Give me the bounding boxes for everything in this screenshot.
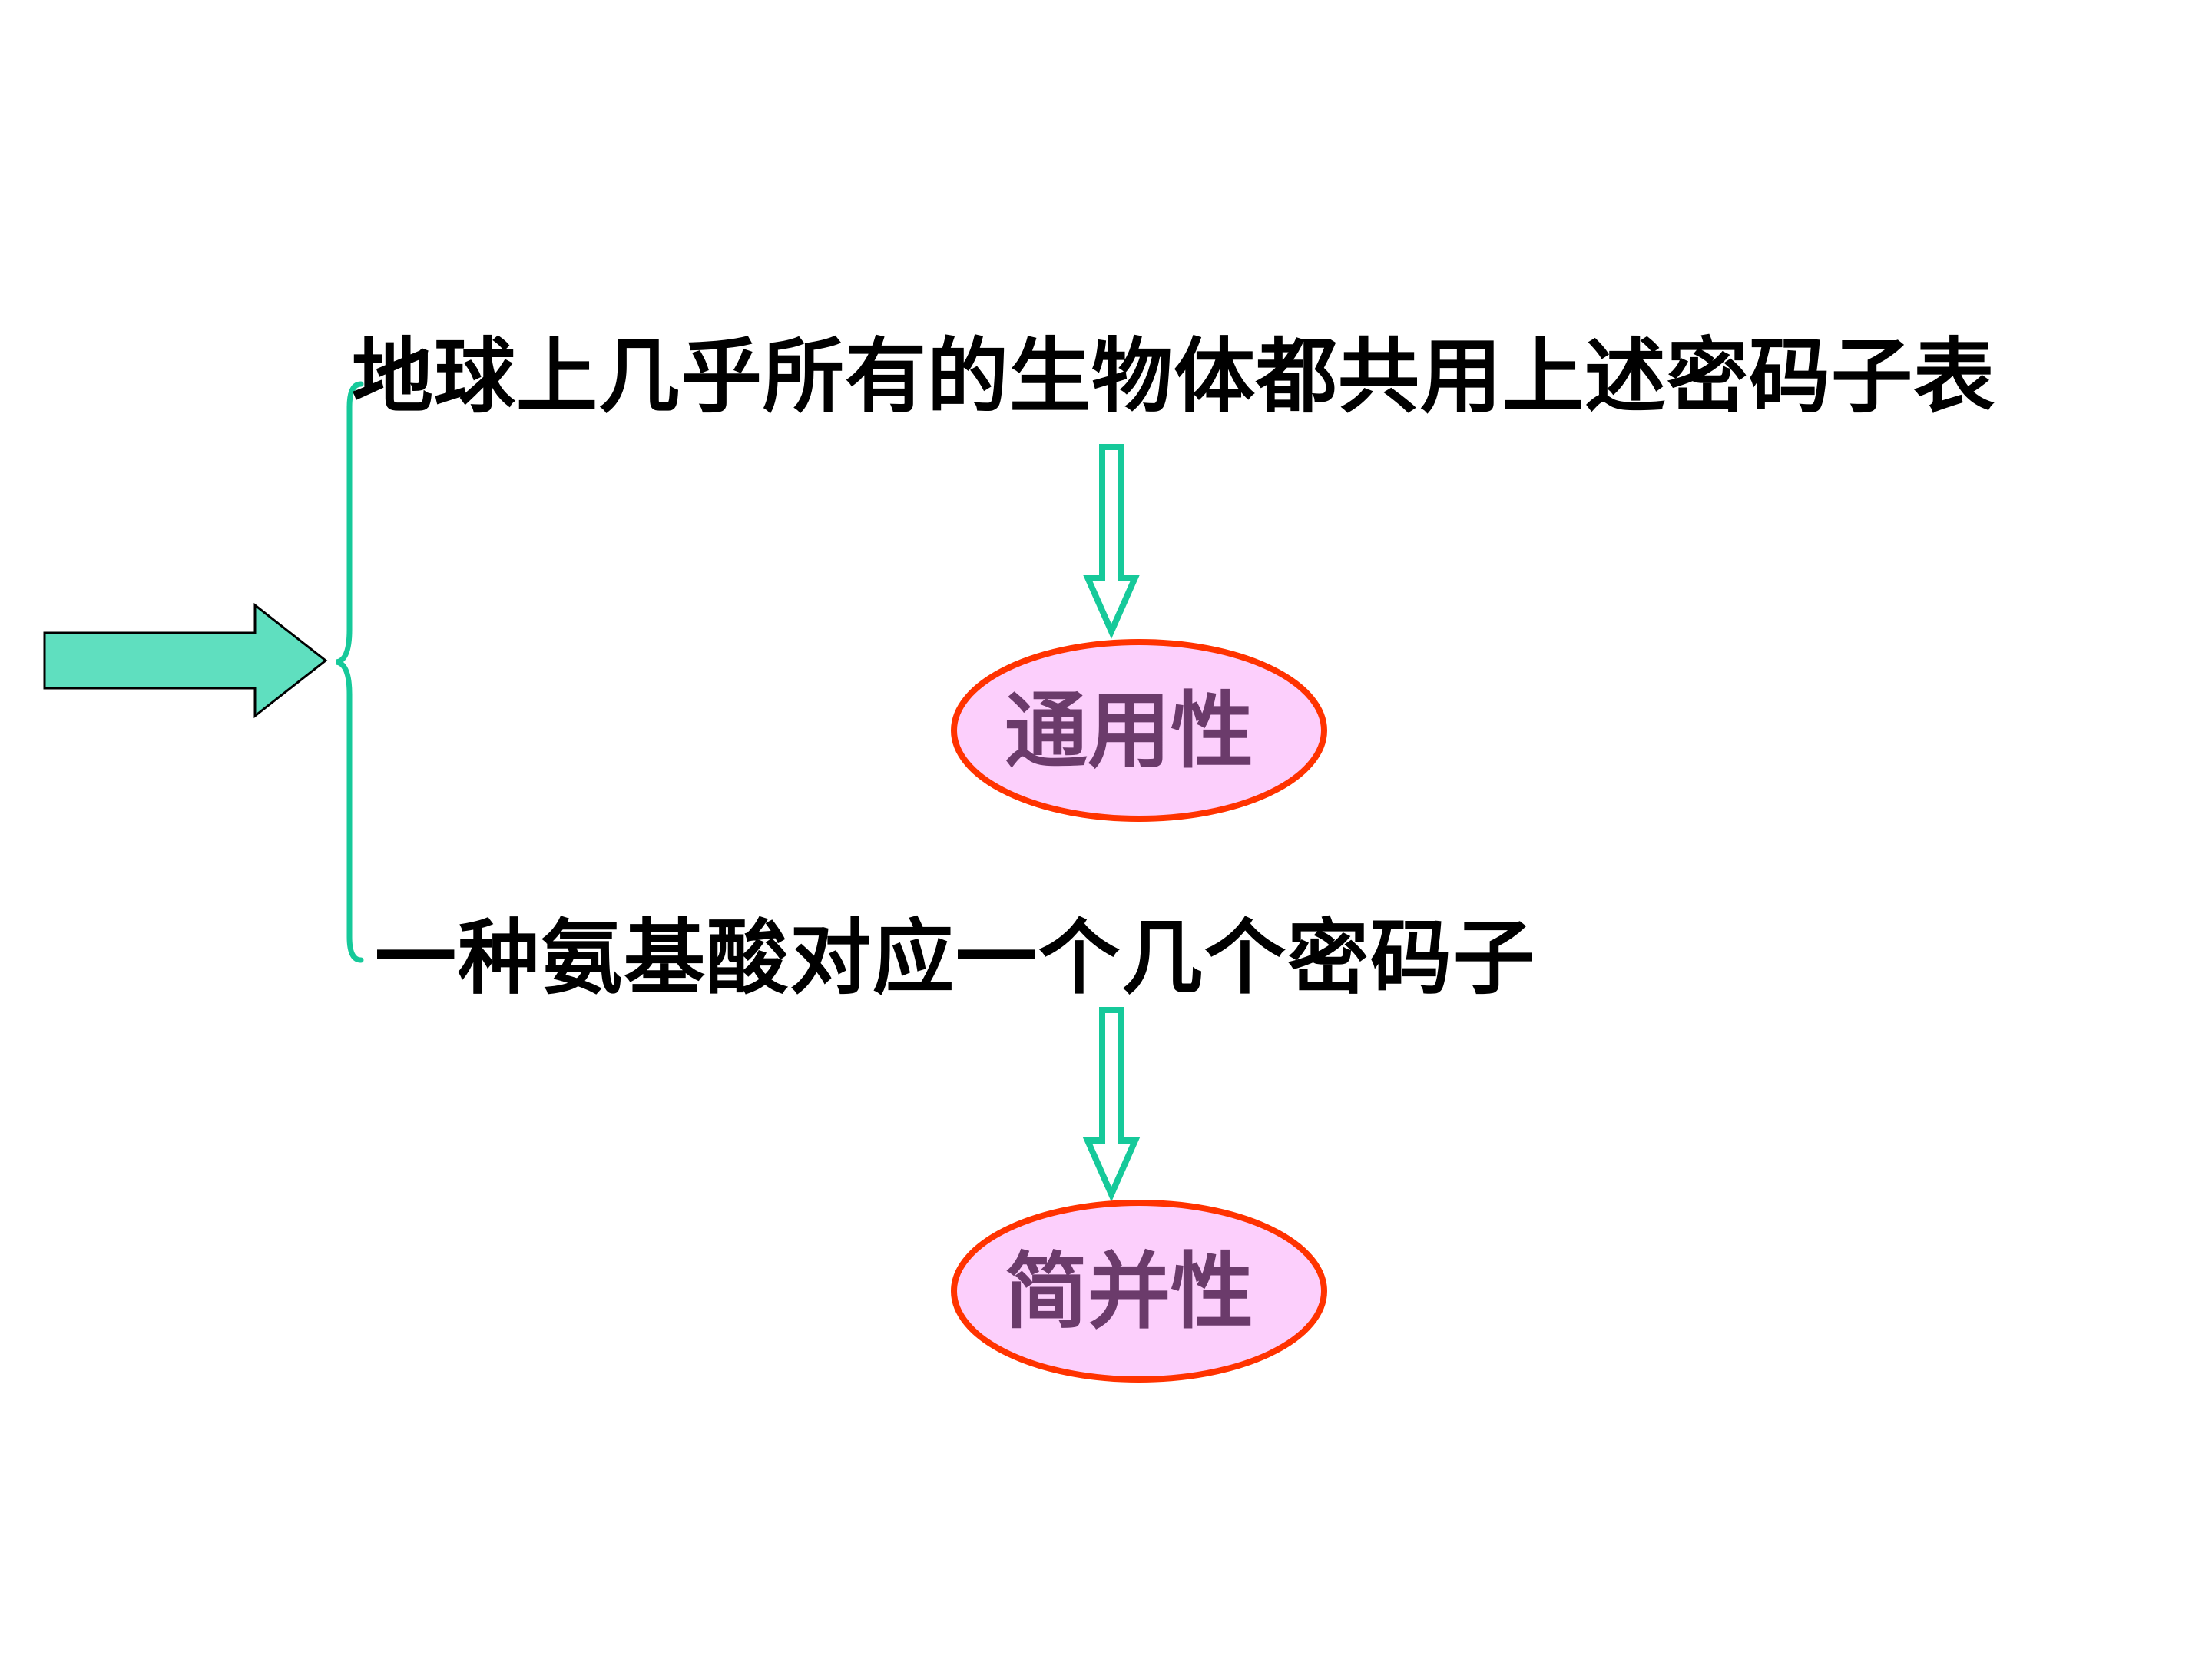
property-node-universality: 通用性 <box>951 639 1327 822</box>
statement-universality: 地球上几乎所有的生物体都共用上述密码子表 <box>352 329 1995 424</box>
property-ellipse <box>951 639 1327 822</box>
statement-degeneracy: 一种氨基酸对应一个几个密码子 <box>375 911 1536 1005</box>
property-label-universality: 通用性 <box>1005 684 1253 780</box>
curly-brace-icon <box>336 381 364 963</box>
block-right-arrow-icon <box>43 602 328 719</box>
hollow-down-arrow-icon <box>1082 1007 1141 1202</box>
property-label-degeneracy: 简并性 <box>1005 1244 1253 1340</box>
property-ellipse <box>951 1200 1327 1382</box>
property-node-degeneracy: 简并性 <box>951 1200 1327 1382</box>
hollow-down-arrow-icon <box>1082 444 1141 639</box>
